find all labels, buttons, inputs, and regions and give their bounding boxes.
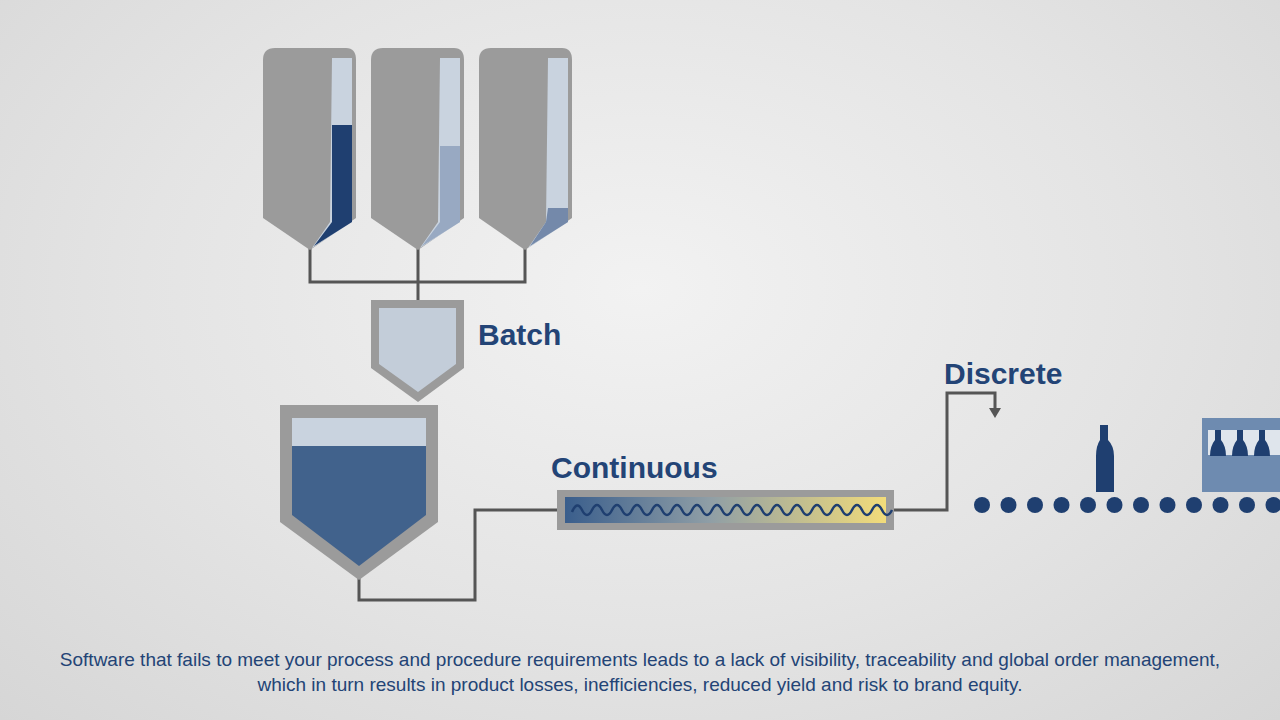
conveyor-roller [1213,497,1229,513]
crate [1202,418,1280,492]
conveyor-roller [1054,497,1070,513]
conveyor-roller [1080,497,1096,513]
conveyor-roller [1001,497,1017,513]
bottle [1096,425,1114,492]
conveyor-roller [1239,497,1255,513]
conveyor [974,497,1280,513]
batch-hopper [371,300,464,402]
conveyor-roller [974,497,990,513]
conveyor-roller [1107,497,1123,513]
discrete-label: Discrete [944,357,1062,390]
conveyor-roller [1266,497,1280,513]
batch-label: Batch [478,318,561,351]
conveyor-roller [1133,497,1149,513]
caption: Software that fails to meet your process… [40,648,1240,697]
silos [263,48,572,250]
continuous-label: Continuous [551,451,718,484]
conveyor-roller [1160,497,1176,513]
mixing-tank [280,405,438,580]
conveyor-roller [1186,497,1202,513]
continuous-tube [557,490,894,530]
conveyor-roller [1027,497,1043,513]
